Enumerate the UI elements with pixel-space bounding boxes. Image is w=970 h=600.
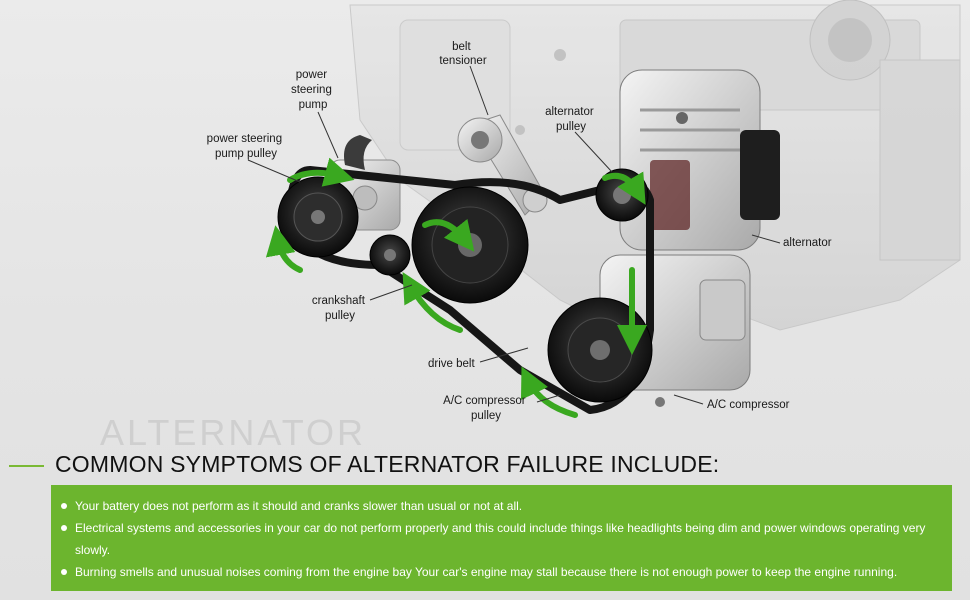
symptom-item: Burning smells and unusual noises coming…	[61, 561, 940, 583]
symptom-text: Burning smells and unusual noises coming…	[75, 565, 898, 579]
idler-pulley	[369, 234, 411, 276]
crankshaft-pulley	[411, 186, 529, 304]
belt-drive-diagram: belt tensioner power steering pump alter…	[207, 0, 961, 422]
leader-lines	[247, 65, 781, 405]
power-steering-pump-pulley	[277, 176, 359, 258]
arrow-alternator-top	[602, 171, 646, 205]
label-drive-belt: drive belt	[428, 358, 475, 370]
label-ac-compressor: A/C compressor	[707, 399, 790, 411]
arrow-crank-top	[422, 218, 475, 252]
bullet-icon	[61, 569, 67, 575]
alternator-body	[619, 69, 780, 251]
ac-compressor-pulley	[547, 297, 653, 403]
arrow-ps-pulley-top	[287, 157, 355, 187]
symptom-item: Electrical systems and accessories in yo…	[61, 517, 940, 561]
symptom-item: Your battery does not perform as it shou…	[61, 495, 940, 517]
symptom-text: Electrical systems and accessories in yo…	[75, 521, 926, 557]
arrow-crank-bottom	[402, 271, 463, 333]
bullet-icon	[61, 503, 67, 509]
label-power-steering-pump: power steering pump	[291, 69, 335, 111]
rotation-arrows	[265, 157, 647, 418]
arrow-ac-bottom	[520, 366, 578, 418]
symptom-panel: Your battery does not perform as it shou…	[51, 485, 952, 591]
heading-accent-line	[9, 465, 44, 467]
label-crankshaft-pulley: crankshaft pulley	[312, 295, 368, 322]
symptom-text: Your battery does not perform as it shou…	[75, 499, 523, 513]
symptoms-heading: COMMON SYMPTOMS OF ALTERNATOR FAILURE IN…	[55, 451, 720, 477]
arrow-ps-pulley-bottom	[265, 225, 303, 273]
label-alternator: alternator	[783, 237, 832, 249]
label-belt-tensioner: belt tensioner	[439, 41, 486, 67]
label-alternator-pulley: alternator pulley	[545, 106, 597, 133]
ghost-heading: ALTERNATOR	[100, 413, 367, 445]
label-power-steering-pump-pulley: power steering pump pulley	[207, 133, 286, 160]
label-ac-compressor-pulley: A/C compressor pulley	[443, 395, 529, 422]
bullet-icon	[61, 525, 67, 531]
